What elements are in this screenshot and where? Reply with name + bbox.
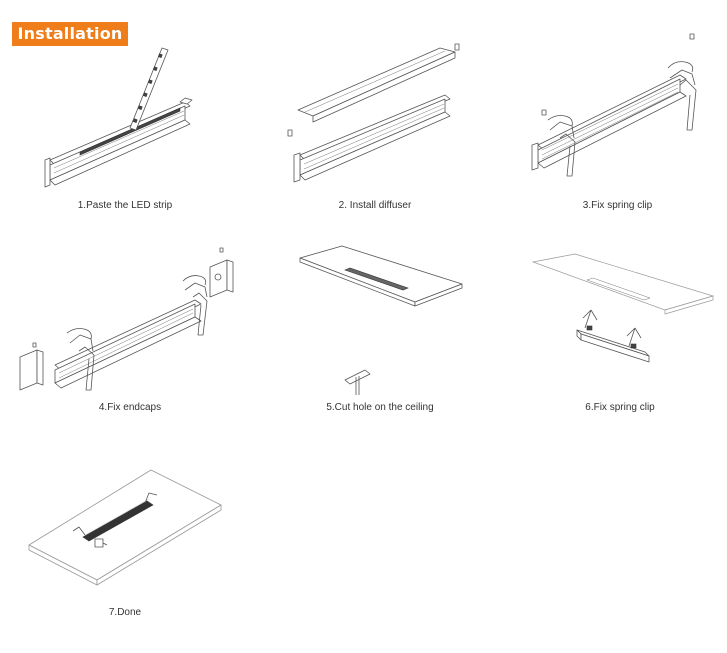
step-3-illustration <box>531 33 697 177</box>
step-3-caption: 3.Fix spring clip <box>582 200 653 211</box>
step-3: 3.Fix spring clip <box>530 30 705 220</box>
step-4-illustration <box>19 247 234 391</box>
step-5-illustration <box>299 245 463 395</box>
step-4-caption: 4.Fix endcaps <box>98 402 162 413</box>
step-6-illustration <box>531 253 715 363</box>
step-2: 2. Install diffuser <box>280 40 470 220</box>
step-2-illustration <box>287 43 460 183</box>
step-6-caption: 6.Fix spring clip <box>585 402 655 413</box>
step-1: 1.Paste the LED strip <box>40 40 210 220</box>
step-7: 7.Done <box>25 465 225 625</box>
step-1-caption: 1.Paste the LED strip <box>77 200 173 211</box>
installation-title: Installation <box>12 22 128 46</box>
step-7-illustration <box>28 469 222 586</box>
step-7-caption: 7.Done <box>108 607 142 618</box>
step-2-caption: 2. Install diffuser <box>338 200 412 211</box>
step-5: 5.Cut hole on the ceiling <box>290 240 470 420</box>
step-6: 6.Fix spring clip <box>525 250 715 420</box>
step-5-caption: 5.Cut hole on the ceiling <box>326 402 434 413</box>
step-1-illustration <box>44 47 193 188</box>
step-4: 4.Fix endcaps <box>15 245 245 420</box>
